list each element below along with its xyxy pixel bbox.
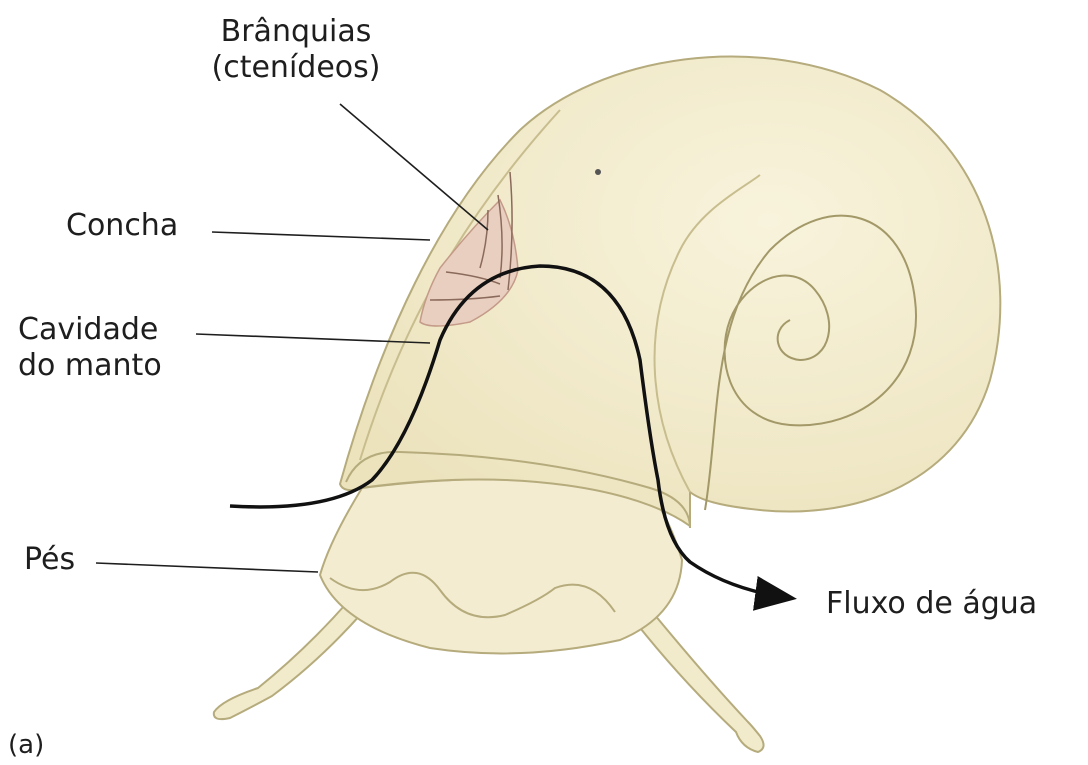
figure-caption: (a) [8,730,44,760]
label-cavidade-line1: Cavidade [18,312,162,348]
label-pes: Pés [24,542,75,578]
label-fluxo-de-agua: Fluxo de água [826,586,1037,622]
label-cavidade-line2: do manto [18,348,162,384]
label-branquias-line2: (ctenídeos) [196,50,396,86]
label-branquias: Brânquias (ctenídeos) [196,14,396,86]
label-concha: Concha [66,208,178,244]
shell-dot [595,169,601,175]
leader-branquias [340,104,488,230]
foot [320,479,682,654]
leader-pes [96,563,318,572]
label-branquias-line1: Brânquias [196,14,396,50]
label-cavidade: Cavidade do manto [18,312,162,384]
leader-concha [212,232,430,240]
